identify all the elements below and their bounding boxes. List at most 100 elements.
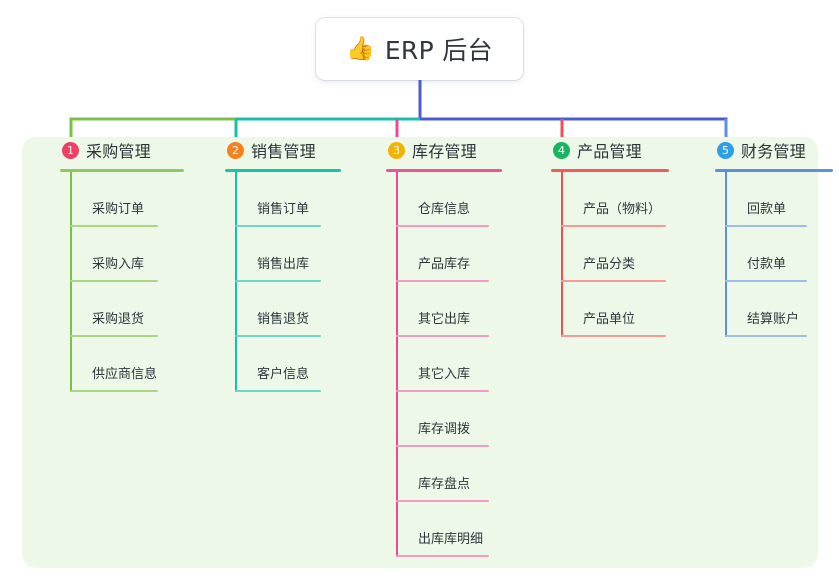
leaf-list: 销售订单销售出库销售退货客户信息 <box>225 172 341 392</box>
branch-column-5: 5 财务管理回款单付款单结算账户 <box>715 137 833 337</box>
branch-header-5[interactable]: 5 财务管理 <box>715 137 833 163</box>
leaf-node[interactable]: 结算账户 <box>715 282 833 337</box>
leaf-underline <box>396 225 489 227</box>
leaf-label: 其它出库 <box>418 312 471 327</box>
leaf-node[interactable]: 产品库存 <box>386 227 502 282</box>
leaf-node[interactable]: 供应商信息 <box>60 337 184 392</box>
leaf-underline <box>235 280 321 282</box>
branch-header-3[interactable]: 3 库存管理 <box>386 137 502 163</box>
branch-column-2: 2 销售管理销售订单销售出库销售退货客户信息 <box>225 137 341 392</box>
branch-underline <box>225 169 341 172</box>
leaf-node[interactable]: 库存盘点 <box>386 447 502 502</box>
branch-number-badge: 3 <box>388 141 405 159</box>
branch-spine <box>561 172 563 337</box>
branch-spine <box>70 172 72 392</box>
leaf-node[interactable]: 产品（物料） <box>551 172 669 227</box>
leaf-label: 客户信息 <box>257 367 310 382</box>
leaf-label: 产品分类 <box>583 257 636 272</box>
leaf-label: 出库库明细 <box>418 532 484 547</box>
leaf-node[interactable]: 客户信息 <box>225 337 341 392</box>
leaf-label: 供应商信息 <box>92 367 158 382</box>
leaf-label: 其它入库 <box>418 367 471 382</box>
leaf-underline <box>725 225 807 227</box>
leaf-label: 产品单位 <box>583 312 636 327</box>
leaf-node[interactable]: 采购退货 <box>60 282 184 337</box>
leaf-label: 付款单 <box>747 257 787 272</box>
leaf-underline <box>396 390 489 392</box>
branch-number-badge: 2 <box>227 141 244 159</box>
leaf-node[interactable]: 付款单 <box>715 227 833 282</box>
leaf-node[interactable]: 出库库明细 <box>386 502 502 557</box>
leaf-node[interactable]: 销售订单 <box>225 172 341 227</box>
leaf-node[interactable]: 仓库信息 <box>386 172 502 227</box>
branch-underline <box>551 169 669 172</box>
leaf-underline <box>396 555 489 557</box>
leaf-underline <box>235 335 321 337</box>
leaf-node[interactable]: 产品分类 <box>551 227 669 282</box>
leaf-underline <box>396 500 489 502</box>
leaf-label: 销售出库 <box>257 257 310 272</box>
branch-underline <box>386 169 502 172</box>
branch-column-3: 3 库存管理仓库信息产品库存其它出库其它入库库存调拨库存盘点出库库明细 <box>386 137 502 557</box>
leaf-underline <box>561 280 666 282</box>
branch-title: 销售管理 <box>251 142 316 161</box>
leaf-node[interactable]: 其它入库 <box>386 337 502 392</box>
branch-column-1: 1 采购管理采购订单采购入库采购退货供应商信息 <box>60 137 184 392</box>
leaf-underline <box>725 280 807 282</box>
thumbs-up-icon: 👍 <box>346 35 375 62</box>
leaf-underline <box>561 225 666 227</box>
leaf-label: 回款单 <box>747 202 787 217</box>
leaf-node[interactable]: 其它出库 <box>386 282 502 337</box>
leaf-label: 仓库信息 <box>418 202 471 217</box>
leaf-label: 库存调拨 <box>418 422 471 437</box>
leaf-node[interactable]: 销售退货 <box>225 282 341 337</box>
leaf-label: 销售订单 <box>257 202 310 217</box>
branch-header-4[interactable]: 4 产品管理 <box>551 137 669 163</box>
leaf-node[interactable]: 销售出库 <box>225 227 341 282</box>
branch-number-badge: 1 <box>62 141 79 159</box>
leaf-underline <box>235 225 321 227</box>
leaf-list: 产品（物料） 产品分类产品单位 <box>551 172 669 337</box>
branch-title: 采购管理 <box>86 142 151 161</box>
leaf-node[interactable]: 产品单位 <box>551 282 669 337</box>
branch-number-badge: 5 <box>717 141 734 159</box>
leaf-node[interactable]: 回款单 <box>715 172 833 227</box>
branch-spine <box>396 172 398 557</box>
leaf-underline <box>396 280 489 282</box>
branch-spine <box>725 172 727 337</box>
mindmap-panel: 1 采购管理采购订单采购入库采购退货供应商信息 2 销售管理销售订单销售出库销售退货客… <box>22 137 833 568</box>
leaf-node[interactable]: 采购入库 <box>60 227 184 282</box>
leaf-underline <box>70 280 158 282</box>
leaf-underline <box>235 390 321 392</box>
leaf-list: 仓库信息产品库存其它出库其它入库库存调拨库存盘点出库库明细 <box>386 172 502 557</box>
leaf-label: 库存盘点 <box>418 477 471 492</box>
branch-underline <box>715 169 833 172</box>
root-title: ERP 后台 <box>384 36 493 65</box>
branch-title: 产品管理 <box>577 142 642 161</box>
leaf-list: 采购订单采购入库采购退货供应商信息 <box>60 172 184 392</box>
leaf-underline <box>725 335 807 337</box>
leaf-label: 产品（物料） <box>583 202 662 217</box>
leaf-node[interactable]: 采购订单 <box>60 172 184 227</box>
leaf-label: 结算账户 <box>747 312 800 327</box>
branch-column-4: 4 产品管理产品（物料） 产品分类产品单位 <box>551 137 669 337</box>
branch-title: 库存管理 <box>412 142 477 161</box>
branch-underline <box>60 169 184 172</box>
leaf-underline <box>70 390 158 392</box>
leaf-underline <box>396 445 489 447</box>
leaf-underline <box>70 225 158 227</box>
branch-header-1[interactable]: 1 采购管理 <box>60 137 184 163</box>
leaf-label: 采购退货 <box>92 312 145 327</box>
leaf-label: 采购入库 <box>92 257 145 272</box>
leaf-list: 回款单付款单结算账户 <box>715 172 833 337</box>
root-node[interactable]: 👍 ERP 后台 <box>316 18 523 80</box>
leaf-label: 采购订单 <box>92 202 145 217</box>
branch-spine <box>235 172 237 392</box>
branch-number-badge: 4 <box>553 141 570 159</box>
leaf-node[interactable]: 库存调拨 <box>386 392 502 447</box>
leaf-label: 产品库存 <box>418 257 471 272</box>
branch-title: 财务管理 <box>741 142 806 161</box>
leaf-label: 销售退货 <box>257 312 310 327</box>
branch-header-2[interactable]: 2 销售管理 <box>225 137 341 163</box>
leaf-underline <box>396 335 489 337</box>
